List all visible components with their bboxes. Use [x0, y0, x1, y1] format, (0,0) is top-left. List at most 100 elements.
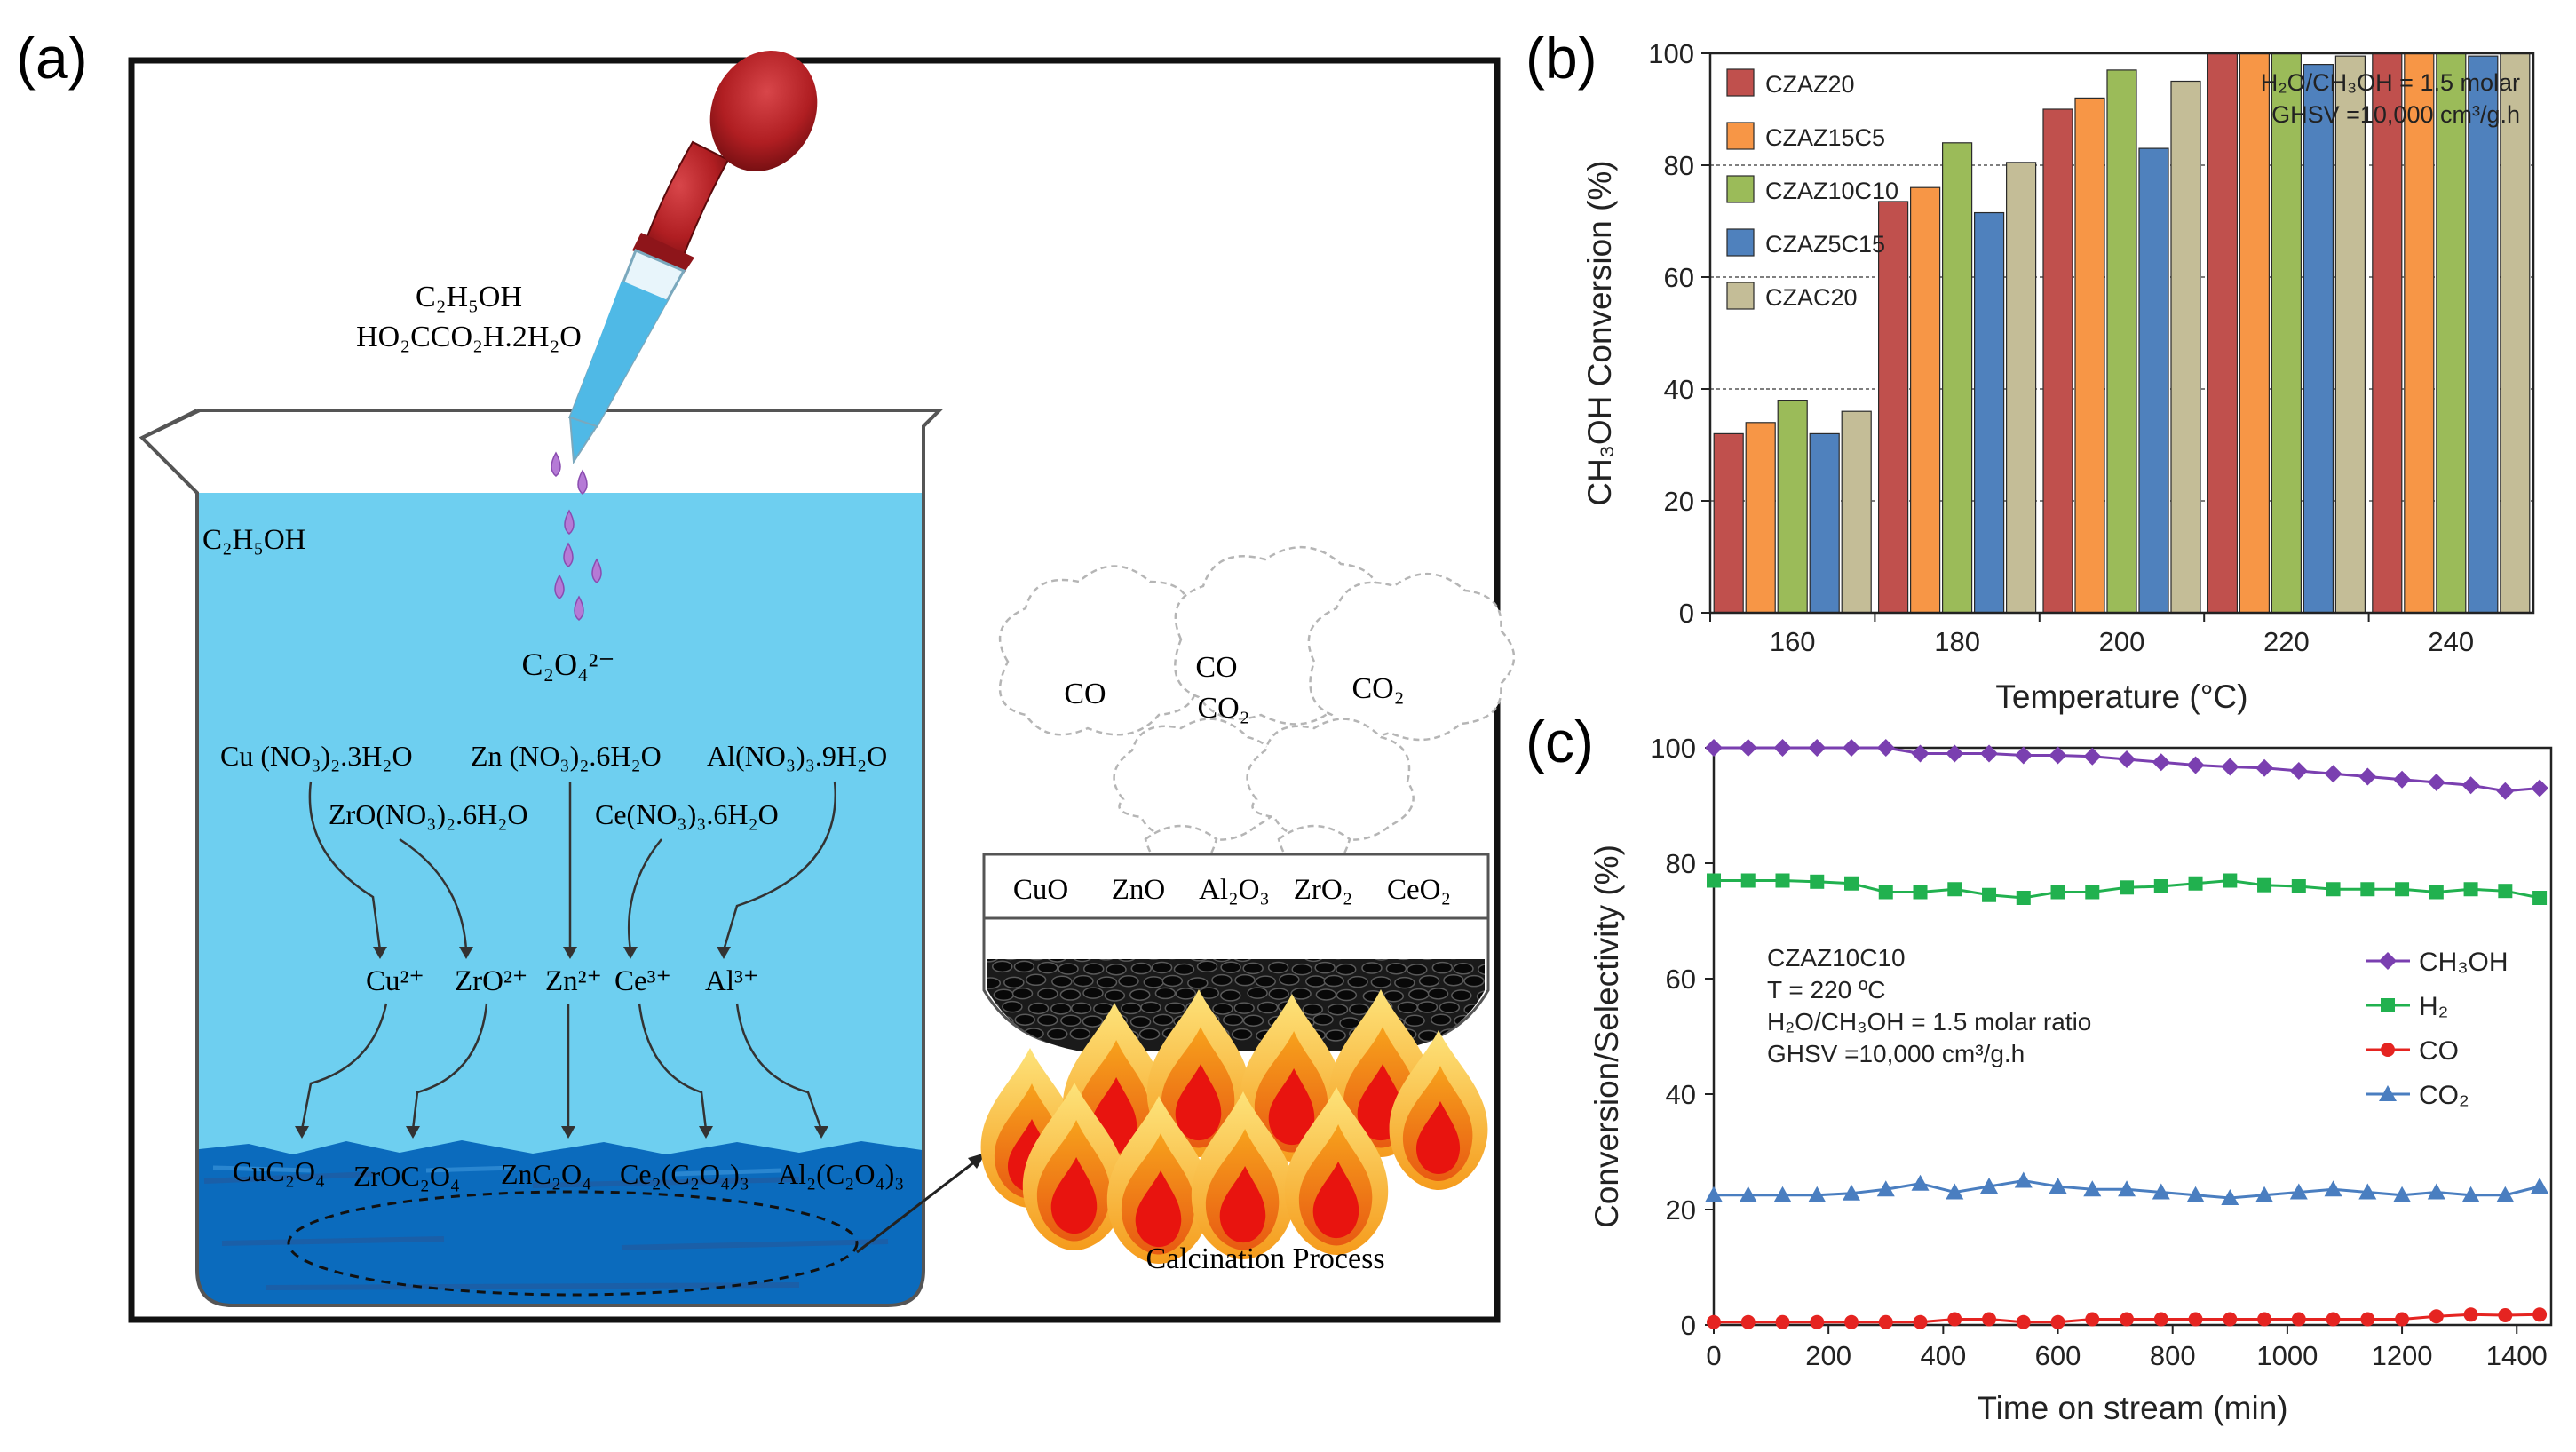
data-point: [2050, 885, 2065, 900]
y-tick-label: 0: [1681, 1310, 1696, 1341]
x-tick-label: 240: [2428, 626, 2474, 657]
powder-particle: [1211, 973, 1233, 987]
powder-particle: [993, 988, 1015, 1002]
powder-particle: [1082, 963, 1105, 975]
powder-particle: [1315, 988, 1337, 1001]
bar-czaz5c15-160: [1809, 432, 1840, 614]
powder-particle: [1106, 963, 1127, 976]
data-point: [1913, 1314, 1928, 1329]
bar-czaz10c10-220: [2271, 52, 2302, 614]
powder-particle: [1453, 963, 1474, 975]
data-point: [1843, 1184, 1861, 1201]
data-point: [1947, 1312, 1962, 1327]
powder-particle: [1475, 1017, 1485, 1029]
powder-particle: [1116, 959, 1137, 962]
powder-particle: [1096, 976, 1118, 988]
bar-czac20-240: [2500, 52, 2531, 614]
legend-label: CO₂: [2419, 1081, 2469, 1110]
powder-particle: [1046, 1028, 1068, 1041]
powder-particle: [1143, 959, 1165, 960]
powder-particle: [1404, 1014, 1425, 1027]
powder-particle: [1129, 1015, 1152, 1028]
bar-czaz20-180: [1878, 201, 1909, 614]
condition-annotation: T = 220 ºC: [1767, 976, 1885, 1004]
powder-particle: [1255, 975, 1276, 988]
data-point: [2358, 767, 2377, 786]
data-point: [1844, 1314, 1859, 1329]
data-point: [2118, 1180, 2136, 1197]
plot-area-frame: [1712, 746, 2553, 1327]
condition-annotation: GHSV =10,000 cm³/g.h: [2271, 101, 2520, 128]
powder-particle: [1233, 1002, 1255, 1014]
data-point: [1878, 885, 1893, 900]
legend-label: CH₃OH: [2419, 948, 2509, 977]
powder-particle: [1335, 963, 1357, 976]
data-point: [2186, 756, 2205, 774]
arrowheads-precipitate: [295, 1126, 828, 1139]
powder-particle: [1073, 974, 1094, 988]
powder-particle: [1232, 959, 1254, 963]
data-point: [2429, 885, 2444, 900]
powder-particle: [1003, 1029, 1025, 1042]
data-point: [2326, 882, 2341, 897]
powder-particle: [1323, 974, 1344, 988]
data-point: [2289, 1183, 2308, 1200]
bar-czac20-200: [2170, 80, 2201, 614]
data-point: [1876, 739, 1895, 757]
powder-particle: [1336, 988, 1358, 1002]
flame-core: [1175, 1064, 1222, 1141]
condition-annotation: CZAZ10C10: [1767, 944, 1906, 972]
pipette: [568, 50, 818, 465]
panel-label-c: (c): [1526, 709, 1594, 774]
powder-particle: [1000, 959, 1021, 961]
powder-particle: [1443, 973, 1464, 987]
data-point: [1705, 739, 1723, 757]
powder-particle: [1129, 988, 1151, 1001]
powder-particle: [1431, 961, 1454, 974]
data-point: [2153, 879, 2168, 893]
powder-particle: [1463, 1028, 1485, 1040]
gas-co2-middle: CO₂: [1197, 692, 1249, 725]
data-point: [1808, 1186, 1827, 1202]
data-point: [2358, 1183, 2377, 1200]
flame: [1106, 1096, 1211, 1264]
data-point: [2531, 779, 2549, 797]
data-point: [2291, 879, 2306, 893]
data-point: [1808, 739, 1827, 757]
data-point: [1707, 873, 1721, 888]
data-point: [2223, 1312, 2238, 1327]
bar-czaz5c15-220: [2303, 63, 2334, 614]
data-point: [2326, 1312, 2341, 1327]
y-tick-label: 80: [1664, 150, 1694, 181]
powder-particle: [1071, 959, 1093, 963]
oxide-ceo2: CeO₂: [1387, 874, 1451, 906]
precipitation-arrows: [300, 1003, 823, 1131]
powder-particle: [1385, 962, 1407, 975]
powder-particle: [987, 977, 1002, 989]
panel-label-a: (a): [16, 25, 88, 91]
powder-particle: [1439, 1001, 1461, 1014]
bar-czaz20-240: [2372, 52, 2403, 614]
legend-label: CZAZ20: [1765, 71, 1855, 98]
precursor-al: Al(NO₃)₃.9H₂O: [707, 740, 887, 772]
x-tick-label: 180: [1934, 626, 1980, 657]
series-square: [1707, 873, 2548, 905]
legend-swatch: [1726, 122, 1755, 150]
y-tick-label: 40: [1666, 1079, 1696, 1110]
y-axis-label: Conversion/Selectivity (%): [1589, 845, 1625, 1228]
ion-zro: ZrO²⁺: [455, 965, 527, 997]
powder-particle: [1060, 1014, 1082, 1027]
powder-particle: [1082, 1015, 1104, 1028]
legend-label: CZAZ10C10: [1765, 178, 1898, 204]
data-point: [2221, 1189, 2239, 1205]
data-point: [2050, 1314, 2065, 1329]
data-point: [2049, 1178, 2067, 1194]
powder-particle: [1188, 959, 1209, 962]
powder-particle: [1242, 1014, 1264, 1027]
flame: [1022, 1083, 1127, 1250]
powder-particle: [1234, 973, 1256, 987]
powder-particle: [1302, 1003, 1324, 1016]
data-point: [1876, 1180, 1895, 1197]
oxide-zno: ZnO: [1112, 874, 1166, 906]
data-point: [2257, 877, 2272, 893]
